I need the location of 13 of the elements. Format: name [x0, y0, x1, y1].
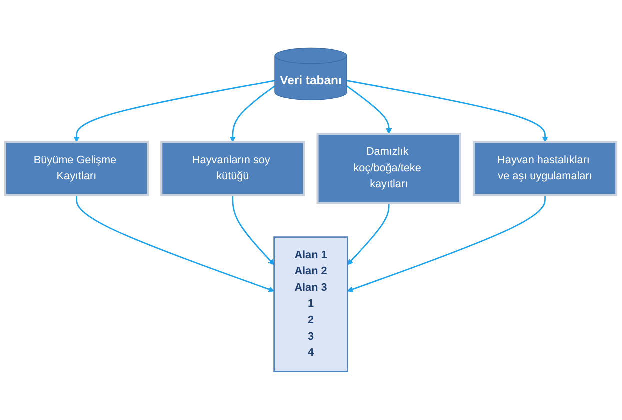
node-box: Damızlık koç/boğa/teke kayıtları: [316, 133, 462, 204]
arrow: [76, 195, 275, 292]
arrow: [230, 86, 276, 142]
arrow: [74, 80, 276, 142]
arrow: [347, 195, 546, 292]
arrow: [346, 86, 392, 134]
node-box: Hayvanların soy kütüğü: [160, 141, 306, 196]
node-box: Büyüme Gelişme Kayıtları: [4, 141, 150, 196]
arrow: [346, 80, 548, 142]
arrow: [347, 203, 390, 266]
node-box: Hayvan hastalıkları ve aşı uygulamaları: [472, 141, 618, 196]
arrow: [232, 195, 275, 266]
node-box: Alan 1 Alan 2 Alan 3 1 2 3 4: [274, 236, 348, 372]
